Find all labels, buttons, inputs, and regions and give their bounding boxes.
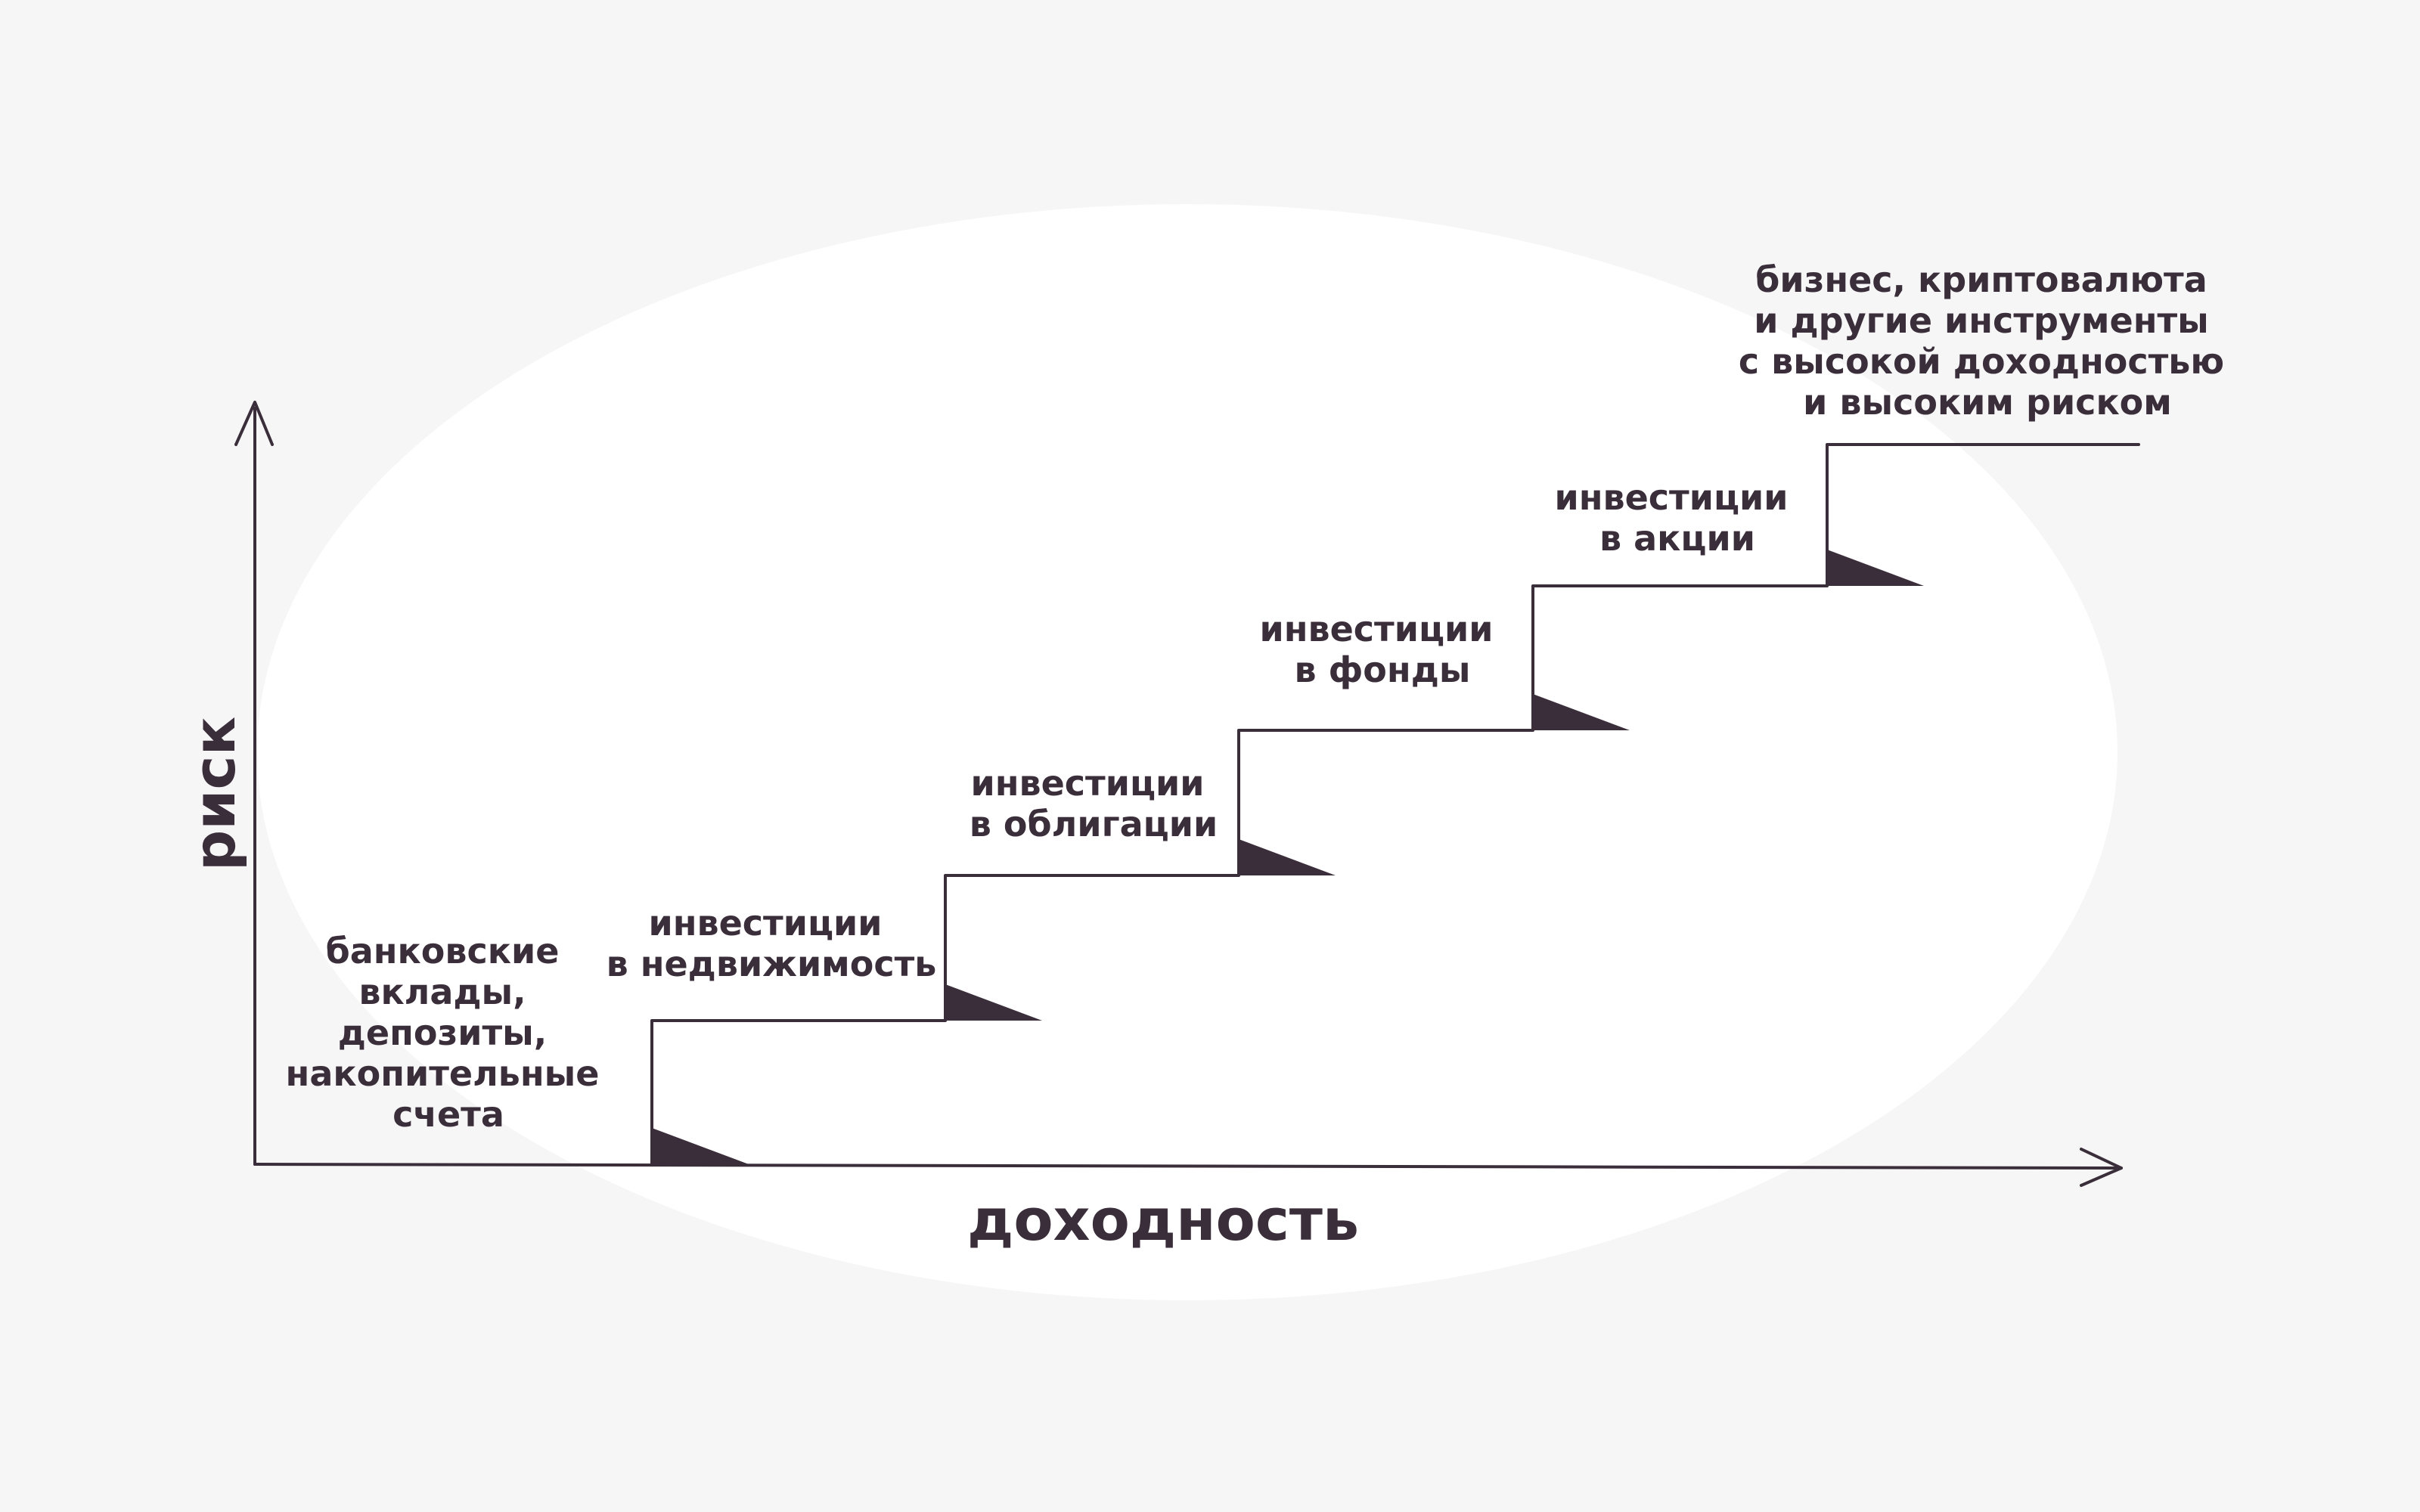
step-label-deposits: банковские вклады, депозиты, накопительн…: [286, 931, 612, 1135]
step-label-business-crypto: бизнес, криптовалюта и другие инструмент…: [1739, 259, 2236, 423]
step-label-stocks: инвестиции в акции: [1554, 477, 1800, 559]
step-wedge: [1239, 839, 1336, 875]
step-label-funds: инвестиции в фонды: [1259, 609, 1505, 690]
step-label-real-estate: инвестиции в недвижимость: [607, 903, 937, 984]
y-axis-arrowhead: [234, 401, 274, 446]
x-axis-line: [253, 1163, 2123, 1170]
y-axis-label: риск: [181, 717, 248, 871]
step-label-bonds: инвестиции в облигации: [970, 763, 1218, 844]
step-wedge: [1827, 550, 1924, 586]
step-wedge: [1533, 694, 1630, 730]
background-oval: [257, 204, 2118, 1300]
x-axis-arrowhead: [2080, 1148, 2123, 1187]
step-wedge: [945, 984, 1042, 1021]
x-axis-label: доходность: [967, 1186, 1359, 1253]
staircase-line: [650, 443, 2140, 1166]
step-wedge: [652, 1128, 749, 1164]
